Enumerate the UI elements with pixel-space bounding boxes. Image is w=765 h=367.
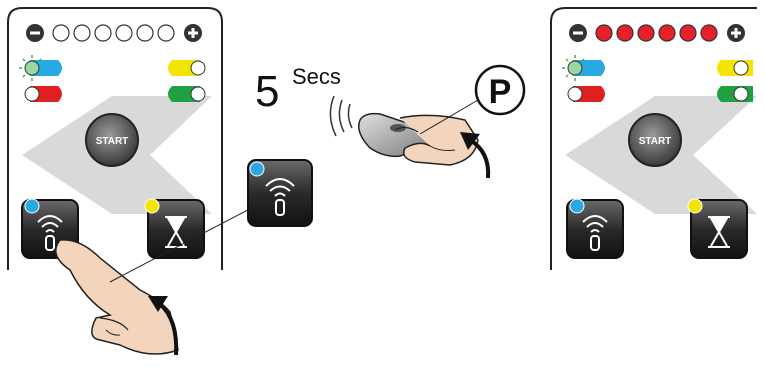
red-indicator [25, 86, 62, 102]
red-indicator [568, 86, 605, 102]
timer-unit: Secs [292, 64, 341, 89]
plus-icon[interactable] [184, 24, 202, 42]
led-on [638, 25, 654, 41]
led-off [116, 25, 132, 41]
timer-label: 5 Secs [255, 64, 341, 116]
led-on [659, 25, 675, 41]
timer-number: 5 [255, 67, 279, 116]
led-on [680, 25, 696, 41]
yellow-indicator [717, 60, 753, 76]
remote-key-zoom [248, 160, 312, 226]
svg-text:START: START [639, 136, 672, 147]
led-off [137, 25, 153, 41]
svg-text:START: START [96, 136, 129, 147]
plus-icon[interactable] [727, 24, 745, 42]
start-button[interactable]: START [86, 114, 138, 166]
led-off [95, 25, 111, 41]
signal-waves-icon [330, 96, 352, 136]
remote-key[interactable] [567, 199, 623, 258]
led-off [158, 25, 174, 41]
minus-icon[interactable] [26, 24, 44, 42]
green-indicator [168, 86, 205, 102]
led-off [74, 25, 90, 41]
led-on [701, 25, 717, 41]
svg-text:P: P [489, 73, 512, 111]
yellow-indicator [168, 60, 205, 76]
led-on [617, 25, 633, 41]
timer-key[interactable] [688, 199, 747, 258]
led-on [596, 25, 612, 41]
panel-left: START [8, 8, 222, 270]
green-indicator [717, 86, 753, 102]
remote-control [330, 96, 478, 165]
timer-key[interactable] [145, 199, 204, 258]
panel-right: START [551, 8, 757, 270]
minus-icon[interactable] [569, 24, 587, 42]
led-off [53, 25, 69, 41]
p-button-icon: P [476, 66, 524, 114]
start-button[interactable]: START [629, 114, 681, 166]
